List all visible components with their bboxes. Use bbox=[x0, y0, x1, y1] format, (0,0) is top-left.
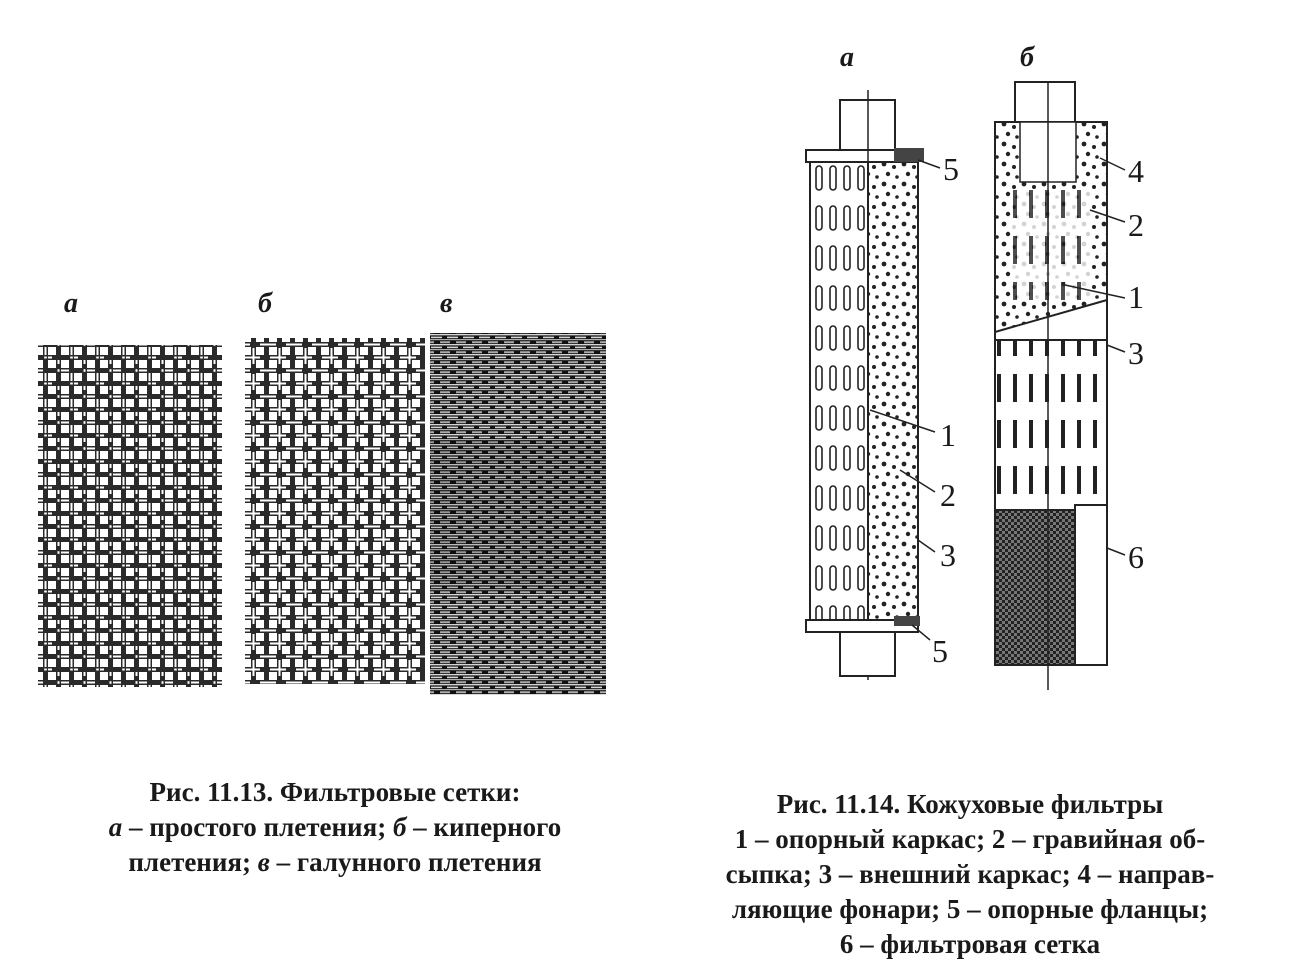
fig14-caption-line: ляющие фонари; 5 – опорные фланцы; bbox=[731, 894, 1209, 924]
mesh-dutch-weave bbox=[430, 333, 606, 695]
fig13-caption-title: Рис. 11.13. Фильтровые сетки: bbox=[149, 777, 521, 807]
fig14-label-b: б bbox=[1020, 42, 1034, 73]
callout-a-5-bottom: 5 bbox=[932, 633, 948, 669]
fig14-caption: Рис. 11.14. Кожуховые фильтры 1 – опорны… bbox=[650, 787, 1290, 962]
caption-text: – киперного bbox=[406, 812, 562, 842]
caption-text: – галунного плетения bbox=[269, 847, 542, 877]
fig13-caption: Рис. 11.13. Фильтровые сетки: а – просто… bbox=[40, 775, 630, 880]
fig14-caption-line: 1 – опорный каркас; 2 – гравийная об- bbox=[734, 824, 1206, 854]
fig13-label-a: а bbox=[64, 288, 78, 319]
mesh-twill-weave bbox=[245, 338, 425, 684]
fig14-drawing: 5 1 2 3 5 4 2 1 3 6 bbox=[805, 81, 1144, 690]
fig14-caption-line: Рис. 11.14. Кожуховые фильтры bbox=[776, 789, 1164, 819]
letter-v: в bbox=[257, 847, 270, 877]
fig13-meshes bbox=[38, 333, 606, 695]
fig14-label-a: а bbox=[840, 42, 854, 73]
fig14-callouts: 5 1 2 3 5 4 2 1 3 6 bbox=[932, 151, 1144, 669]
letter-b: б bbox=[392, 812, 407, 842]
fig14-caption-line: сыпка; 3 – внешний каркас; 4 – направ- bbox=[725, 859, 1215, 889]
fig14-caption-line: 6 – фильтровая сетка bbox=[839, 929, 1101, 959]
mesh-plain-weave bbox=[38, 345, 222, 687]
callout-b-1: 1 bbox=[1128, 279, 1144, 315]
letter-a: а bbox=[108, 812, 123, 842]
fig13-label-b: б bbox=[258, 288, 272, 319]
callout-a-3: 3 bbox=[940, 537, 956, 573]
callout-a-1: 1 bbox=[940, 417, 956, 453]
fig13-caption-line2: а – простого плетения; б – киперного bbox=[40, 810, 630, 845]
caption-text: плетения; bbox=[128, 847, 258, 877]
callout-b-6: 6 bbox=[1128, 539, 1144, 575]
fig13-caption-line3: плетения; в – галунного плетения bbox=[40, 845, 630, 880]
callout-b-4: 4 bbox=[1128, 153, 1144, 189]
callout-a-2: 2 bbox=[940, 477, 956, 513]
callout-b-2: 2 bbox=[1128, 207, 1144, 243]
callout-a-5-top: 5 bbox=[943, 151, 959, 187]
callout-b-3: 3 bbox=[1128, 335, 1144, 371]
caption-text: – простого плетения; bbox=[122, 812, 393, 842]
fig13-label-v: в bbox=[440, 288, 453, 319]
filter-a bbox=[805, 90, 941, 680]
filter-b bbox=[994, 81, 1126, 690]
